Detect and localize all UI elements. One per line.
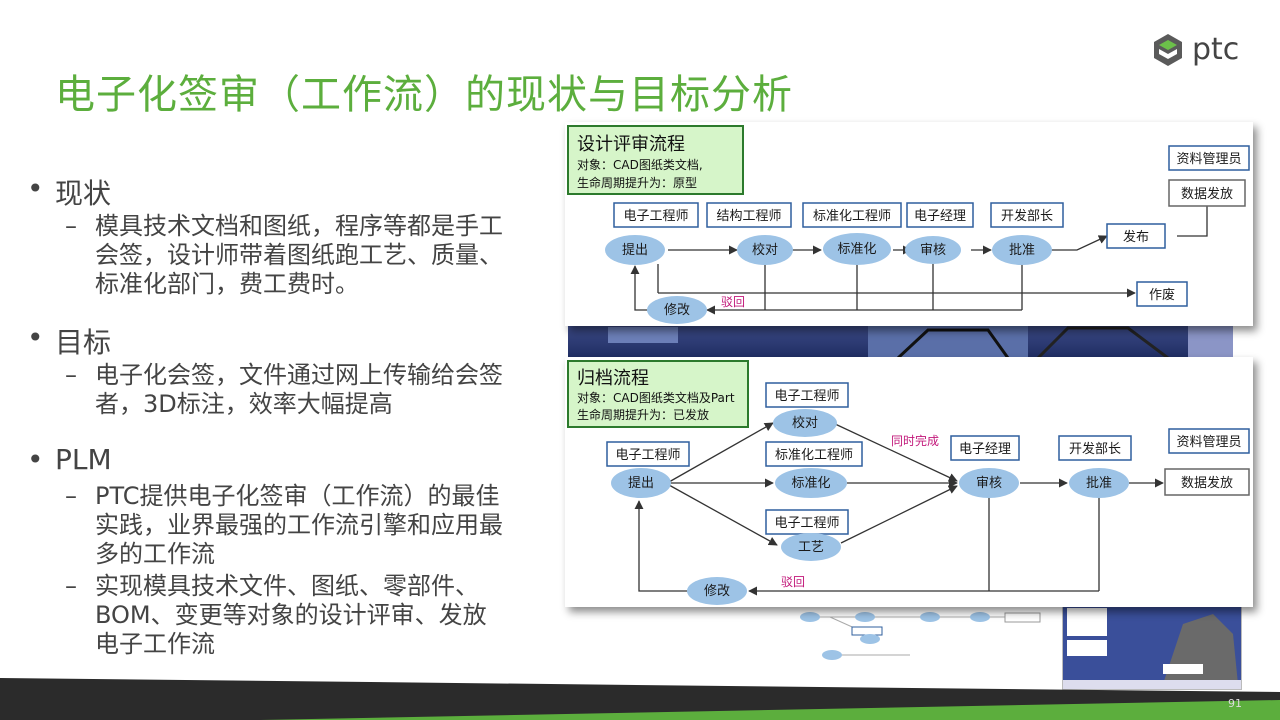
flow-node-audit: 审核	[959, 468, 1019, 498]
bullet-heading: 目标	[55, 326, 112, 359]
flow-node-modify: 修改	[687, 577, 747, 605]
svg-text:资料管理员: 资料管理员	[1176, 435, 1241, 450]
svg-text:审核: 审核	[976, 476, 1002, 491]
header-box	[567, 125, 744, 195]
svg-text:电子工程师: 电子工程师	[774, 389, 839, 404]
header-line: 生命周期提升为：已发放	[577, 407, 709, 422]
flow-node-check: 校对	[773, 409, 837, 437]
release-box: 数据发放	[1164, 468, 1250, 496]
svg-text:电子工程师: 电子工程师	[774, 516, 839, 531]
flow-node-approve: 批准	[1069, 468, 1129, 498]
bullet-dot: •	[27, 321, 44, 354]
sub-bullet: – 电子化会签，文件通过网上传输给会签 者，3D标注，效率大幅提高	[65, 361, 503, 418]
header-title: 归档流程	[577, 368, 649, 389]
footer-band	[0, 678, 1280, 720]
bullet-plm: • PLM	[27, 443, 112, 476]
role-box: 电子工程师	[765, 382, 849, 408]
role-box: 电子经理	[950, 435, 1020, 461]
svg-text:修改: 修改	[704, 584, 730, 599]
sub-bullet: – PTC提供电子化签审（工作流）的最佳 实践，业界最强的工作流引擎和应用最 多…	[65, 482, 503, 568]
design-review-diagram: 设计评审流程 对象：CAD图纸类文档, 生命周期提升为：原型 电子工程师	[565, 122, 1253, 326]
page-number: 91	[1228, 697, 1242, 710]
svg-text:电子经理: 电子经理	[914, 209, 966, 224]
role-box: 电子工程师	[606, 441, 690, 467]
svg-text:电子工程师: 电子工程师	[615, 448, 680, 463]
svg-text:电子工程师: 电子工程师	[623, 209, 688, 224]
header-line: 对象：CAD图纸类文档,	[577, 157, 703, 172]
role-box: 结构工程师	[706, 202, 792, 228]
svg-text:开发部长: 开发部长	[1001, 208, 1053, 224]
admin-box: 资料管理员	[1168, 145, 1250, 171]
role-box: 电子工程师	[613, 202, 699, 228]
svg-text:批准: 批准	[1086, 476, 1112, 491]
role-box: 开发部长	[1058, 435, 1132, 461]
publish-box: 发布	[1106, 223, 1166, 249]
machine-thumbnail	[608, 325, 1233, 360]
bullet-dot: •	[27, 172, 44, 205]
page-title: 电子化签审（工作流）的现状与目标分析	[55, 72, 793, 118]
header-box	[567, 360, 749, 428]
logo-text: ptc	[1192, 32, 1240, 67]
svg-text:提出: 提出	[622, 242, 648, 258]
admin-box: 资料管理员	[1168, 428, 1250, 454]
svg-text:电子经理: 电子经理	[959, 442, 1011, 457]
sub-bullet: – 实现模具技术文件、图纸、零部件、 BOM、变更等对象的设计评审、发放 电子工…	[65, 572, 487, 658]
flow-node-modify: 修改	[647, 296, 707, 324]
svg-text:作废: 作废	[1149, 287, 1175, 303]
background-screenshot-strip	[568, 325, 1233, 360]
header-title: 设计评审流程	[577, 134, 685, 155]
bullet-heading: PLM	[55, 443, 112, 476]
role-box: 标准化工程师	[802, 202, 902, 228]
flow-node-craft: 工艺	[781, 533, 841, 561]
svg-text:校对: 校对	[792, 415, 818, 431]
flow-node-audit: 审核	[905, 236, 961, 264]
role-box: 标准化工程师	[765, 441, 863, 467]
sub-bullet: – 模具技术文档和图纸，程序等都是手工 会签，设计师带着图纸跑工艺、质量、 标准…	[65, 212, 503, 298]
flow-node-check: 校对	[737, 235, 793, 265]
svg-text:工艺: 工艺	[798, 540, 824, 555]
svg-text:标准化工程师: 标准化工程师	[813, 209, 891, 224]
reject-label: 驳回	[721, 295, 745, 309]
svg-text:审核: 审核	[920, 243, 946, 258]
svg-text:标准化: 标准化	[791, 476, 830, 491]
svg-text:发布: 发布	[1123, 229, 1149, 245]
bullet-goal: • 目标	[27, 321, 112, 361]
void-box: 作废	[1136, 281, 1188, 307]
svg-text:批准: 批准	[1009, 243, 1035, 258]
archive-diagram: 归档流程 对象：CAD图纸类文档及Part 生命周期提升为：已发放 电子工程师	[565, 357, 1253, 607]
role-box: 电子工程师	[765, 509, 849, 535]
bullet-dot: •	[27, 443, 44, 476]
ptc-logo	[1154, 34, 1182, 66]
header-line: 生命周期提升为：原型	[577, 175, 697, 190]
svg-text:资料管理员: 资料管理员	[1176, 152, 1241, 167]
svg-text:校对: 校对	[752, 242, 778, 258]
svg-text:标准化: 标准化	[837, 242, 876, 257]
flow-node-submit: 提出	[605, 235, 665, 265]
svg-text:标准化工程师: 标准化工程师	[775, 448, 853, 463]
bullet-heading: 现状	[55, 177, 112, 210]
reject-label: 驳回	[781, 575, 805, 589]
flow-node-standardize: 标准化	[823, 233, 891, 265]
bullet-status: • 现状	[27, 172, 112, 212]
flow-node-approve: 批准	[992, 235, 1052, 265]
background-mini-diagram	[790, 605, 1050, 665]
flow-node-submit: 提出	[611, 468, 671, 498]
role-box: 开发部长	[990, 202, 1064, 228]
svg-text:开发部长: 开发部长	[1069, 441, 1121, 457]
svg-text:修改: 修改	[664, 303, 690, 318]
role-box: 电子经理	[906, 202, 974, 228]
flow-node-standardize: 标准化	[775, 468, 847, 498]
svg-text:结构工程师: 结构工程师	[716, 209, 781, 224]
svg-text:数据发放: 数据发放	[1181, 186, 1233, 202]
background-cad-window	[1062, 603, 1242, 690]
svg-text:提出: 提出	[628, 475, 654, 491]
ptc-hex-icon	[1154, 34, 1182, 66]
release-box: 数据发放	[1168, 179, 1246, 207]
svg-text:数据发放: 数据发放	[1181, 475, 1233, 491]
simultaneous-label: 同时完成	[891, 433, 939, 448]
header-line: 对象：CAD图纸类文档及Part	[577, 390, 735, 405]
